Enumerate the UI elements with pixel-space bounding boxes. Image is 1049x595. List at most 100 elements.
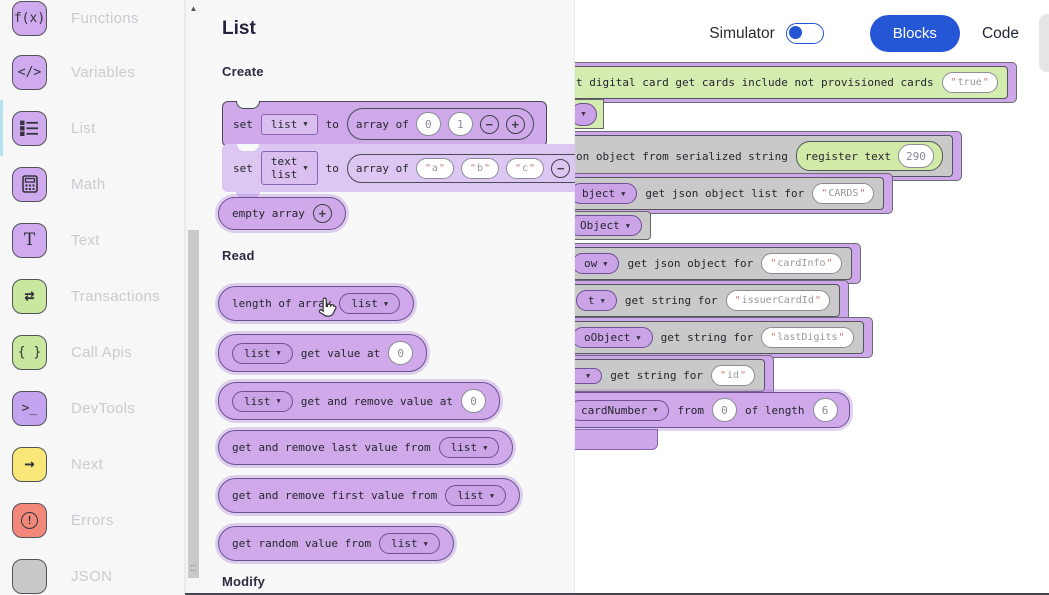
get-string-id-wrapper[interactable]: ▼get string forid: [575, 355, 775, 396]
value-input[interactable]: 1: [447, 112, 473, 136]
string-input[interactable]: a: [415, 157, 454, 179]
sidebar-item-next[interactable]: →Next: [12, 446, 103, 482]
string-input[interactable]: CARDS: [812, 183, 875, 204]
get-digital-cards-wrapper[interactable]: t digital card get cards include not pro…: [575, 62, 1017, 103]
code-tab-button[interactable]: Code: [981, 24, 1019, 42]
string-input[interactable]: cardInfo: [761, 253, 842, 274]
object-dropdown-stub-stub[interactable]: Object▼: [575, 211, 651, 240]
flyout-scrollbar-thumb[interactable]: [188, 230, 199, 578]
value-input[interactable]: 0: [388, 341, 414, 365]
sidebar-item-math[interactable]: Math: [12, 166, 106, 202]
dropdown-oobject[interactable]: oObject▼: [575, 327, 653, 348]
block-empty-array[interactable]: empty array+: [218, 197, 346, 230]
dropdown-list[interactable]: list▼: [438, 437, 500, 458]
value-input[interactable]: 0: [415, 112, 441, 136]
get-string-issuercardid-body[interactable]: t▼get string forissuerCardId: [575, 284, 840, 317]
sidebar-item-transactions[interactable]: ⇄Transactions: [12, 278, 160, 314]
canvas-block-green-stub[interactable]: ▼: [575, 99, 604, 129]
canvas-block-get-json-object-cardinfo[interactable]: ow▼get json object forcardInfo: [575, 243, 861, 284]
simulator-toggle[interactable]: [785, 23, 824, 44]
get-string-issuercardid-wrapper[interactable]: t▼get string forissuerCardId: [575, 280, 849, 321]
value-input[interactable]: 6: [812, 398, 838, 422]
string-input[interactable]: true: [941, 72, 998, 93]
canvas-block-get-json-object-list[interactable]: bject▼get json object list forCARDS: [575, 173, 894, 214]
dropdown-object[interactable]: Object▼: [575, 215, 642, 236]
dropdown-list[interactable]: list▼: [260, 113, 318, 135]
string-input[interactable]: issuerCardId: [725, 290, 830, 311]
string-input[interactable]: lastDigits: [761, 327, 854, 348]
sidebar-item-variables[interactable]: </>Variables: [12, 54, 135, 90]
sidebar-item-errors[interactable]: !Errors: [12, 502, 114, 538]
canvas-block-purple-stub[interactable]: [575, 429, 658, 450]
dropdown-blank[interactable]: ▼: [575, 367, 603, 384]
canvas-block-get-string-lastdigits[interactable]: oObject▼get string forlastDigits: [575, 317, 873, 358]
dropdown-ow[interactable]: ow▼: [575, 253, 620, 274]
value-input[interactable]: 0: [461, 389, 487, 413]
value-input[interactable]: 290: [898, 144, 934, 168]
green-stub-stub[interactable]: ▼: [575, 99, 604, 129]
dropdown-bject[interactable]: bject▼: [575, 183, 638, 204]
dropdown-list[interactable]: list▼: [379, 533, 440, 554]
sidebar-item-list[interactable]: List: [12, 110, 96, 146]
string-input[interactable]: b: [460, 157, 500, 179]
remove-item-icon[interactable]: −: [551, 158, 571, 178]
get-string-lastdigits-body[interactable]: oObject▼get string forlastDigits: [575, 321, 864, 354]
blocks-tab-button[interactable]: Blocks: [869, 15, 960, 52]
value-input[interactable]: 0: [711, 398, 737, 422]
dropdown-list[interactable]: list▼: [232, 390, 293, 412]
canvas-block-object-dropdown-stub[interactable]: Object▼: [575, 211, 651, 240]
dropdown-t[interactable]: t▼: [576, 290, 617, 311]
dropdown-text-list[interactable]: text list▼: [260, 151, 318, 185]
get-json-object-list-wrapper[interactable]: bject▼get json object list forCARDS: [575, 173, 894, 214]
get-json-object-cardinfo-body[interactable]: ow▼get json object forcardInfo: [575, 247, 852, 280]
remove-item-icon[interactable]: −: [479, 114, 499, 134]
dropdown-list[interactable]: list▼: [232, 342, 293, 364]
sidebar-item-functions[interactable]: f(x)Functions: [12, 0, 139, 36]
string-input[interactable]: c: [506, 157, 545, 179]
canvas-block-get-digital-cards[interactable]: t digital card get cards include not pro…: [575, 62, 1017, 103]
empty-array-body[interactable]: empty array+: [218, 197, 346, 230]
get-json-object-cardinfo-wrapper[interactable]: ow▼get json object forcardInfo: [575, 243, 861, 284]
get-digital-cards-body[interactable]: t digital card get cards include not pro…: [575, 66, 1008, 99]
sidebar-item-call-apis[interactable]: { }Call Apis: [12, 334, 132, 370]
add-item-icon[interactable]: +: [312, 204, 332, 223]
dropdown-list[interactable]: list▼: [339, 293, 401, 314]
canvas-scrollbar-thumb[interactable]: [1039, 14, 1049, 72]
get-string-id-body[interactable]: ▼get string forid: [575, 359, 766, 392]
flyout-scrollbar[interactable]: ▲: [185, 0, 200, 595]
canvas-block-get-string-id[interactable]: ▼get string forid: [575, 355, 775, 396]
clipped-dropdown[interactable]: ▼: [575, 102, 597, 126]
get-json-object-list-body[interactable]: bject▼get json object list forCARDS: [575, 177, 885, 210]
purple-stub[interactable]: [575, 429, 658, 450]
dropdown-cardnumber[interactable]: cardNumber▼: [575, 399, 670, 421]
string-input[interactable]: id: [710, 365, 756, 386]
scroll-up-icon[interactable]: ▲: [189, 4, 198, 13]
sidebar-item-json[interactable]: JSON: [12, 558, 112, 594]
get-string-lastdigits-wrapper[interactable]: oObject▼get string forlastDigits: [575, 317, 873, 358]
canvas-block-get-string-issuercardid[interactable]: t▼get string forissuerCardId: [575, 280, 849, 321]
dropdown-list[interactable]: list▼: [445, 485, 507, 506]
workspace-canvas[interactable]: t digital card get cards include not pro…: [575, 0, 1049, 595]
sidebar-item-devtools[interactable]: >_DevTools: [12, 390, 135, 426]
